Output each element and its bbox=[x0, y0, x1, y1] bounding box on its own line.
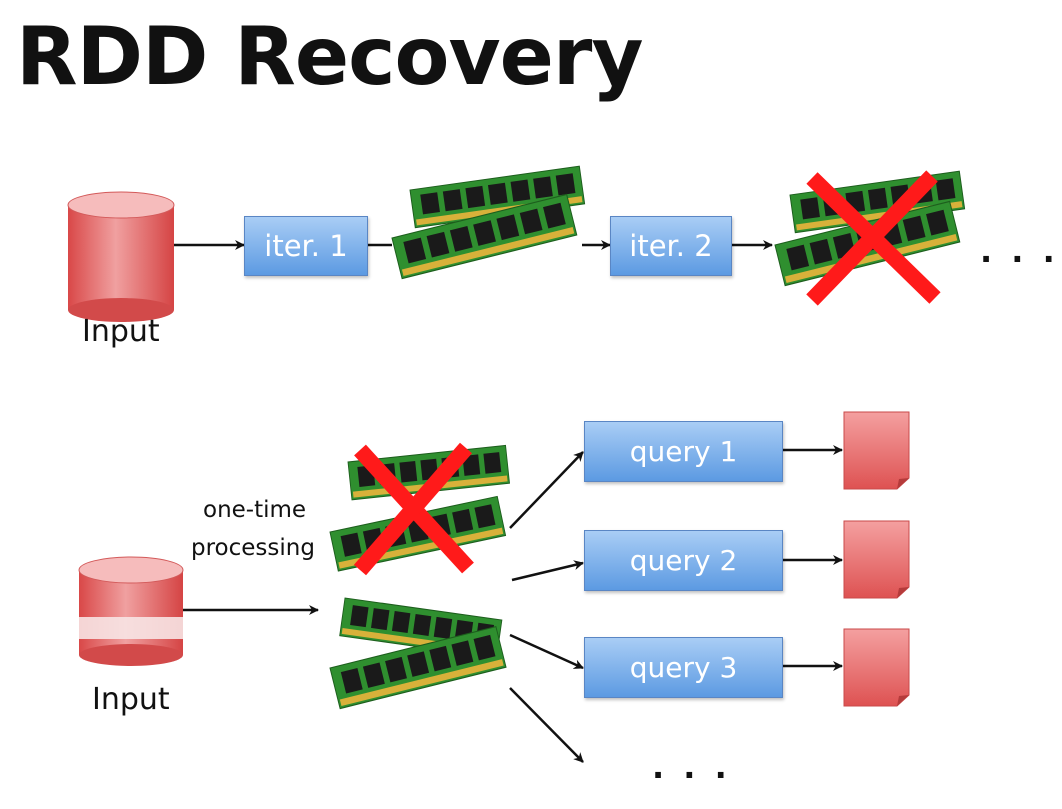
iter1-box: iter. 1 bbox=[244, 216, 368, 276]
arrow-to-more-queries bbox=[509, 687, 584, 763]
iter2-box: iter. 2 bbox=[610, 216, 732, 276]
query3-box: query 3 bbox=[584, 637, 783, 698]
top-ellipsis: . . . bbox=[980, 232, 1059, 270]
processing-label-line2: processing bbox=[191, 535, 315, 561]
failure-x-icon bbox=[353, 442, 474, 576]
top-input-label: Input bbox=[82, 314, 160, 349]
result-document-icon bbox=[843, 411, 910, 490]
bottom-ellipsis: . . . bbox=[652, 748, 731, 786]
arrow-to-query1 bbox=[509, 451, 584, 529]
ram-memory-icon bbox=[329, 597, 507, 710]
arrow-to-query3 bbox=[509, 633, 584, 670]
input-database-icon bbox=[78, 556, 184, 666]
result-document-icon bbox=[843, 520, 910, 599]
bottom-input-label: Input bbox=[92, 682, 170, 717]
arrow-to-query2 bbox=[511, 560, 584, 582]
ram-memory-icon bbox=[391, 165, 586, 280]
query2-box: query 2 bbox=[584, 530, 783, 591]
query1-box: query 1 bbox=[584, 421, 783, 482]
processing-label-line1: one-time bbox=[203, 497, 307, 523]
input-database-icon bbox=[67, 191, 175, 322]
result-document-icon bbox=[843, 628, 910, 707]
failure-x-icon bbox=[806, 170, 941, 306]
page-title: RDD Recovery bbox=[16, 10, 644, 103]
